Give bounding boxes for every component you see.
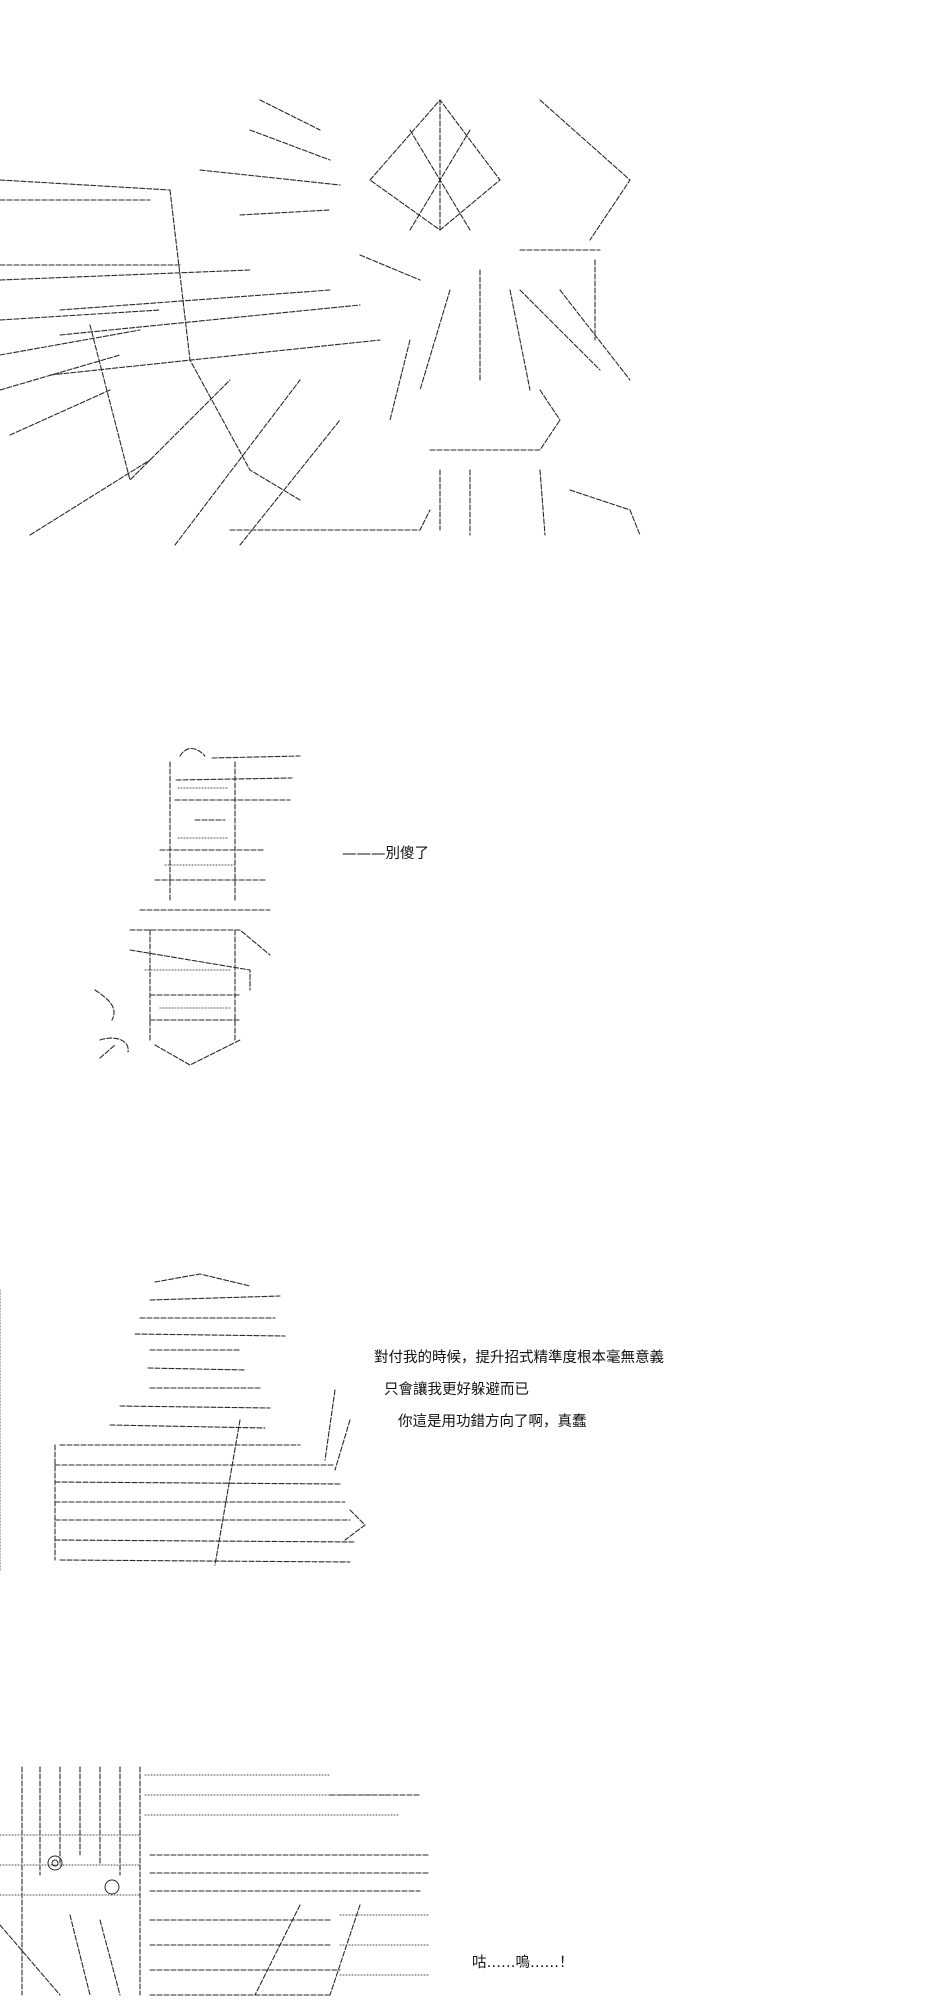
panel-2-character-scene: ———別傻了: [0, 740, 936, 1070]
panel-4-character-scene: 咕……嗚……！: [0, 1755, 936, 2000]
panel-1-explosion-scene: [0, 90, 936, 570]
character-ascii-art: [0, 1273, 366, 1571]
dialogue-line: 咕……嗚……！: [472, 1955, 574, 1971]
character-ascii-art: [0, 1766, 431, 1996]
explosion-ascii-art: [0, 99, 641, 546]
dialogue-line-2: 只會讓我更好躲避而已: [384, 1382, 529, 1398]
character-ascii-art: [94, 747, 301, 1066]
dialogue-line-3: 你這是用功錯方向了啊，真蠢: [398, 1414, 587, 1430]
dialogue-line: ———別傻了: [342, 846, 429, 862]
panel-3-character-scene: 對付我的時候，提升招式精準度根本毫無意義 只會讓我更好躲避而已 你這是用功錯方向…: [0, 1270, 936, 1590]
dialogue-line-1: 對付我的時候，提升招式精準度根本毫無意義: [374, 1350, 664, 1366]
